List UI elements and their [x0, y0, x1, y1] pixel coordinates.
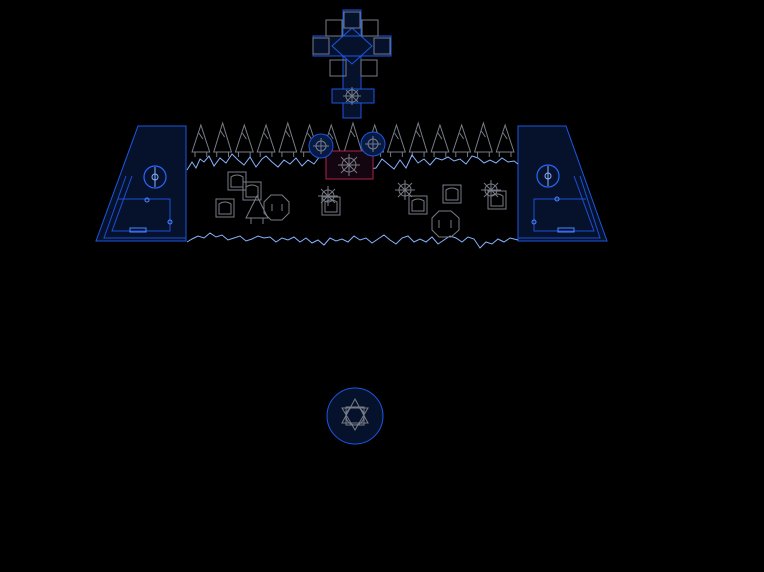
- spike-detail: [220, 130, 226, 138]
- spike-icon: [213, 121, 233, 153]
- unit-gear-icon: [318, 186, 338, 206]
- spike-icon: [473, 121, 493, 153]
- portal-emblem-icon: [341, 397, 369, 431]
- spike-icon: [256, 123, 276, 153]
- left-base-pod-icon: [143, 165, 167, 189]
- spike-detail: [459, 132, 465, 140]
- unit-octagon-icon: [431, 210, 460, 238]
- spike-detail: [350, 130, 356, 138]
- spike-icon: [452, 123, 472, 153]
- spike-icon: [234, 123, 254, 153]
- unit-gear-icon: [481, 180, 501, 200]
- right-base[interactable]: [517, 125, 608, 242]
- spike-detail: [328, 132, 334, 140]
- unit-octagon-icon: [263, 194, 290, 221]
- left-base[interactable]: [95, 125, 187, 242]
- unit-gear-icon: [395, 180, 415, 200]
- spike-detail: [415, 130, 421, 138]
- unit-block-icon: [227, 171, 247, 191]
- spike-detail: [502, 132, 508, 140]
- unit-block-icon: [442, 184, 462, 204]
- unit-block-icon: [408, 195, 428, 215]
- spike-detail: [263, 132, 269, 140]
- unit-block-icon: [242, 181, 262, 201]
- spike-detail: [241, 132, 247, 140]
- spike-icon: [495, 123, 515, 153]
- unit-block-icon: [215, 198, 235, 218]
- spike-detail: [307, 132, 312, 140]
- spike-detail: [437, 132, 443, 140]
- spike-detail: [394, 132, 399, 140]
- spike-icon: [191, 123, 211, 153]
- blue-orbs: [308, 131, 386, 159]
- bottom-terrain-wave: [186, 232, 519, 249]
- spike-icon: [278, 121, 298, 153]
- spike-detail: [285, 130, 291, 138]
- tower-units: [312, 11, 391, 77]
- spike-icon: [386, 123, 407, 153]
- spawn-gear-icon: [338, 154, 360, 176]
- spike-icon: [430, 123, 450, 153]
- arena-units: [215, 171, 507, 238]
- bottom-portal[interactable]: [326, 387, 384, 445]
- right-base-pod-icon: [536, 164, 560, 188]
- tower-gear-icon: [343, 87, 361, 105]
- spike-detail: [480, 130, 486, 138]
- unit-triangle-icon: [245, 194, 269, 224]
- top-tower[interactable]: [312, 9, 392, 119]
- spike-detail: [198, 132, 204, 140]
- spawn-tile[interactable]: [325, 150, 374, 180]
- spike-icon: [343, 121, 363, 153]
- spike-icon: [408, 121, 428, 153]
